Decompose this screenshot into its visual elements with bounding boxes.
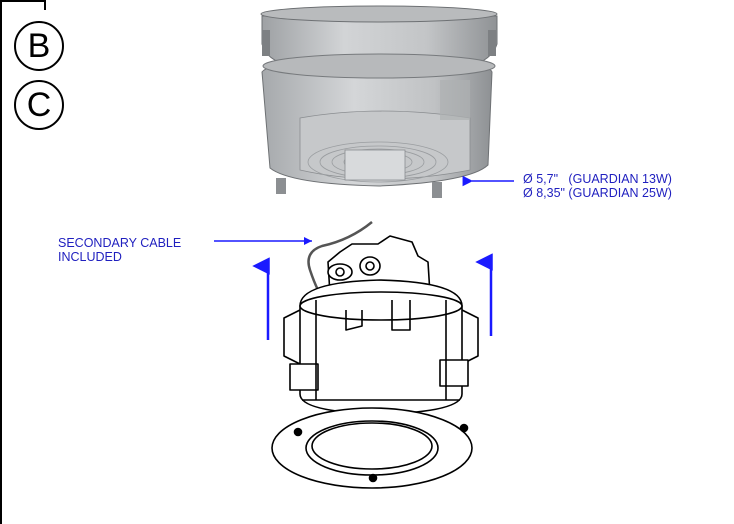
- frame-top-border: [0, 0, 46, 2]
- dimension-note-line-2: Ø 8,35" (GUARDIAN 25W): [523, 186, 672, 200]
- secondary-cable: [307, 221, 373, 291]
- step-badge-b-label: B: [27, 27, 51, 65]
- step-badge-c-label: C: [26, 86, 52, 124]
- cable-note-line-2: INCLUDED: [58, 250, 122, 264]
- dimension-note: Ø 5,7" (GUARDIAN 13W)Ø 8,35" (GUARDIAN 2…: [523, 172, 672, 200]
- step-badge-b: B: [14, 21, 64, 71]
- frame-corner-tick: [44, 0, 46, 10]
- dimension-note-line-1: Ø 5,7" (GUARDIAN 13W): [523, 172, 672, 186]
- led-module-housing: [260, 5, 498, 198]
- cable-note-line-1: SECONDARY CABLE: [58, 236, 182, 250]
- frame-left-border: [0, 0, 2, 524]
- step-badge-c: C: [14, 80, 64, 130]
- recessed-fixture-body: [271, 235, 479, 489]
